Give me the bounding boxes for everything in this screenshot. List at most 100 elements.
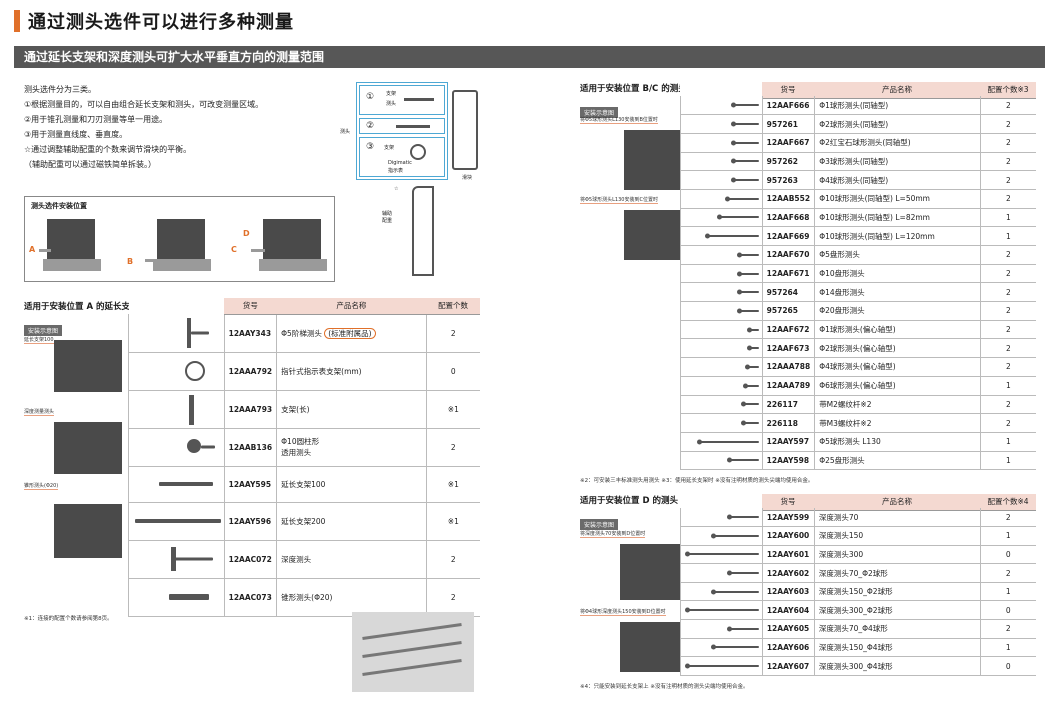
- probe-shape: [729, 516, 759, 519]
- section-subtitle-bar: 通过延长支架和深度测头可扩大水平垂直方向的测量范围: [14, 46, 1045, 68]
- product-code: 12AAY600: [761, 526, 815, 546]
- product-pic: [680, 96, 763, 116]
- probe-shape: [713, 590, 759, 593]
- product-pic: [680, 451, 763, 471]
- probe-tip: [743, 383, 748, 389]
- device-base: [259, 259, 327, 271]
- product-qty: 1: [979, 638, 1036, 658]
- product-name: 深度测头70_Φ2球形: [813, 563, 981, 583]
- table-header-row: 货号 产品名称 配置个数※4: [680, 494, 1036, 511]
- product-name: 深度测头300_Φ4球形: [813, 656, 981, 676]
- table-row: 12AAB136 Φ10圆柱形 透用测头 2: [128, 428, 480, 467]
- install-tag: 安装示意图: [580, 519, 619, 530]
- product-qty: 2: [979, 563, 1036, 583]
- probe-tip: [711, 644, 716, 650]
- header-qty: 配置个数: [426, 298, 480, 315]
- probe-shape: [739, 272, 759, 275]
- intro-line: ③用于测量直线度、垂直度。: [24, 130, 128, 139]
- product-code: 12AAY603: [761, 582, 815, 602]
- table-row: 12AAA793 支架(长) ※1: [128, 390, 480, 429]
- probe-tip: [731, 121, 736, 127]
- table-row: 12AAY343 Φ5阶梯测头 (标准附属品) 2: [128, 314, 480, 353]
- product-pic: [680, 376, 763, 396]
- install-tag: 安装示意图: [24, 325, 63, 336]
- product-name: Φ4球形测头(同轴型): [814, 170, 981, 190]
- product-name: 带M2螺纹杆※2: [814, 395, 981, 415]
- product-qty: 2: [979, 96, 1036, 116]
- intro-line: ☆通过调整辅助配重的个数来调节滑块的平衡。: [24, 145, 192, 154]
- probe-shape: [687, 553, 759, 556]
- probe-tip: [737, 271, 742, 277]
- product-name: Φ5阶梯测头 (标准附属品): [276, 314, 427, 353]
- device-image: [620, 544, 680, 600]
- product-pic: [128, 314, 225, 353]
- table-bc-install-panel: 安装示意图 将Φ5球形测头L130安装到B位置时 将Φ5球形测头L130安装到C…: [580, 100, 680, 470]
- probe-category-diagram: ① 支架 测头 ② ③ 支架 Digimatic 指示表: [356, 82, 448, 180]
- product-pic: [680, 357, 763, 377]
- product-code: 12AAY343: [223, 314, 277, 353]
- product-code: 12AAY599: [761, 508, 815, 528]
- product-pic: [680, 320, 763, 340]
- probe-tip: [705, 233, 710, 239]
- install-label: 将Φ5球形测头L130安装到B位置时: [580, 117, 658, 124]
- probe-tip: [727, 514, 732, 520]
- product-name: 指针式指示表支架(mm): [276, 352, 427, 391]
- product-code: 12AAF673: [761, 338, 815, 359]
- product-pic: [680, 395, 763, 415]
- probe-shape: [687, 665, 759, 668]
- device-image: [263, 219, 321, 263]
- header-code: 货号: [224, 298, 277, 315]
- probe-tip: [685, 607, 690, 613]
- product-qty: ※1: [425, 466, 480, 503]
- product-qty: 2: [979, 282, 1036, 303]
- product-code: 12AAF669: [761, 226, 815, 246]
- star-mark: ☆: [394, 186, 399, 192]
- product-code: 957265: [761, 301, 815, 321]
- product-pic: [128, 466, 225, 503]
- product-pic: [128, 502, 225, 541]
- probe-tip: [727, 457, 732, 463]
- slider-label: 滑块: [462, 175, 473, 181]
- probe-shape: [719, 216, 759, 219]
- product-qty: 1: [979, 432, 1036, 452]
- table-bc-footnote: ※2：可安装三丰标准测头用测头 ※3：使用延长支架时 ※没有注明材质的测头尖端均…: [580, 478, 814, 484]
- probe-shape: [713, 646, 759, 649]
- product-code: 12AAY595: [223, 466, 277, 503]
- product-name: Φ10圆柱形 透用测头: [276, 428, 427, 467]
- product-code: 12AAY606: [761, 638, 815, 658]
- device-image: [54, 504, 122, 558]
- table-a-title: 适用于安装位置 A 的延长支架 / 测头: [24, 302, 165, 312]
- product-name: Φ1球形测头(偏心轴型): [814, 320, 981, 340]
- product-pic: [680, 170, 763, 190]
- product-code: 12AAY607: [761, 656, 815, 676]
- product-qty: 2: [425, 428, 480, 467]
- install-label: 将Φ5球形测头L130安装到C位置时: [580, 197, 658, 204]
- product-name: 深度测头: [276, 540, 427, 579]
- position-letter-b: B: [127, 257, 134, 266]
- probe-shape: [396, 125, 430, 128]
- product-code: 12AAY604: [761, 600, 815, 621]
- product-code: 12AAF672: [761, 320, 815, 340]
- probe-tip: [717, 214, 722, 220]
- probe-shape: [749, 328, 759, 331]
- product-qty: 2: [979, 395, 1036, 415]
- product-code: 12AAY596: [223, 502, 277, 541]
- probe-shape: [713, 534, 759, 537]
- product-name: 深度测头150_Φ4球形: [813, 638, 981, 658]
- product-code: 12AAF670: [761, 245, 815, 265]
- probe-shape: [749, 347, 759, 350]
- probe-shape: [739, 291, 759, 294]
- probe-tip: [731, 140, 736, 146]
